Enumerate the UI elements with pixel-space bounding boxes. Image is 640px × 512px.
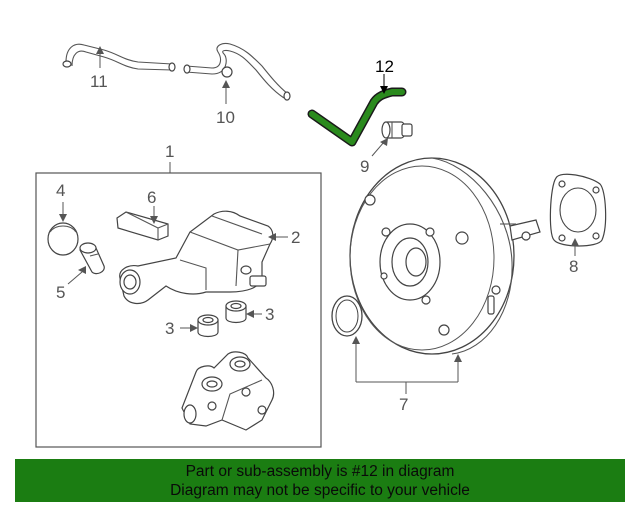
callout-6-leader: [150, 206, 158, 224]
part-7-brake-booster[interactable]: [349, 157, 541, 355]
callout-11: 11: [90, 72, 108, 91]
master-cylinder-box: [35, 172, 322, 448]
part-2-reservoir[interactable]: [119, 210, 274, 305]
callout-2-leader: [268, 233, 288, 241]
callout-8-leader: [571, 238, 579, 256]
callout-3b: 3: [265, 305, 274, 324]
callout-6: 6: [147, 188, 156, 207]
part-11-hose[interactable]: [62, 43, 176, 72]
part-8-gasket[interactable]: [549, 173, 607, 247]
callout-4: 4: [56, 181, 65, 200]
part-3-grommet-a[interactable]: [197, 314, 219, 338]
part-notice-banner: Part or sub-assembly is #12 in diagram D…: [15, 459, 625, 502]
part-5-strainer[interactable]: [79, 242, 105, 275]
banner-line-2: Diagram may not be specific to your vehi…: [170, 482, 470, 499]
callout-12: 12: [375, 57, 394, 76]
part-6-seal[interactable]: [116, 211, 169, 241]
part-12-hose[interactable]: [307, 87, 407, 147]
callout-1: 1: [165, 142, 174, 161]
o-ring[interactable]: [331, 295, 363, 337]
callout-9-leader: [371, 138, 388, 157]
callout-4-leader: [59, 202, 67, 222]
callout-12-leader: [380, 74, 388, 94]
part-3-grommet-b[interactable]: [225, 300, 247, 324]
callout-7-bracket: [352, 336, 462, 394]
part-4-reservoir-cap[interactable]: [47, 222, 79, 256]
callout-7: 7: [399, 395, 408, 414]
part-9-check-valve[interactable]: [381, 121, 413, 139]
callout-5: 5: [56, 283, 65, 302]
callout-10-leader: [222, 80, 230, 104]
callout-8: 8: [569, 257, 578, 276]
callout-5-leader: [67, 266, 86, 285]
callout-9: 9: [360, 157, 369, 176]
callout-3b-leader: [246, 310, 262, 318]
callout-3a: 3: [165, 319, 174, 338]
callout-3a-leader: [180, 324, 198, 332]
callout-11-leader: [96, 46, 104, 68]
master-cylinder-body[interactable]: [181, 351, 275, 431]
callout-2: 2: [291, 228, 300, 247]
banner-line-1: Part or sub-assembly is #12 in diagram: [185, 463, 455, 480]
callout-10: 10: [216, 108, 235, 127]
part-10-hose[interactable]: [183, 42, 291, 101]
